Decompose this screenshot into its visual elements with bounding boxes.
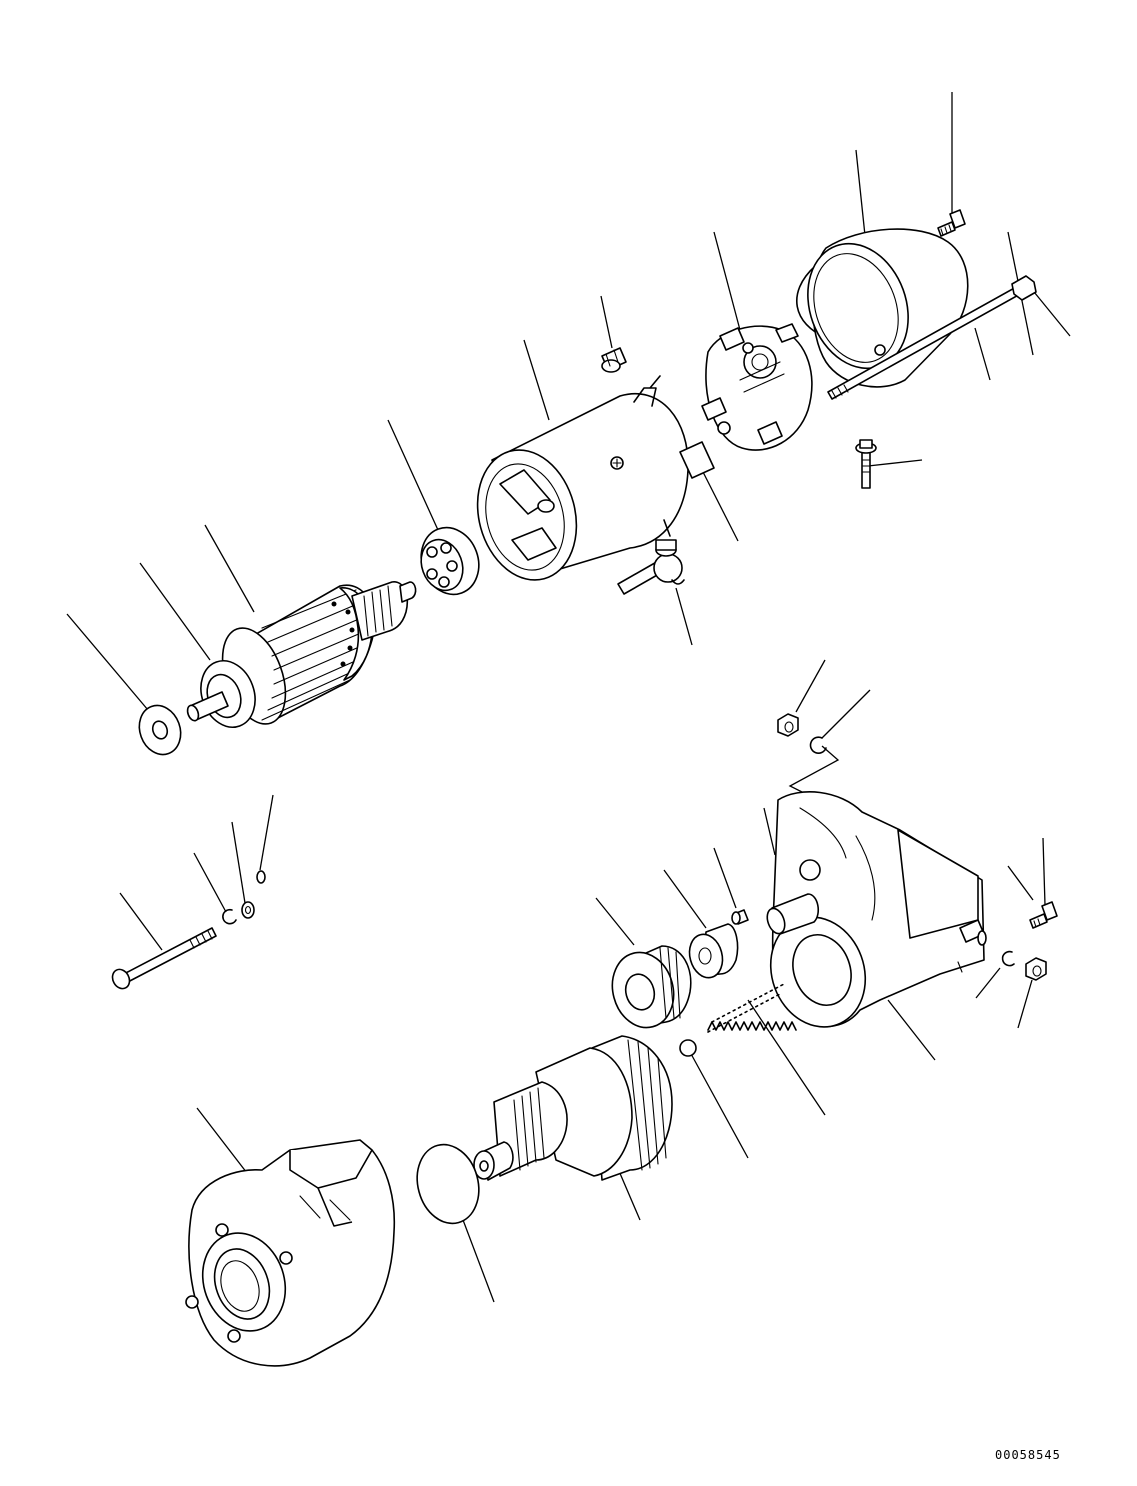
terminal-lug [618,540,684,594]
gear-housing [756,792,986,1041]
leader-field-coil [524,340,549,420]
front-housing [186,1140,394,1366]
leader-long-bolt [120,893,162,950]
bolt-lower-right [1030,902,1057,928]
leader-through-bolt [975,328,990,380]
armature [186,582,416,735]
plate-disc [409,1138,488,1231]
leader-plate [460,1212,494,1302]
nut-mid [778,714,798,736]
leader-clip-mid [822,690,870,738]
leader-ring-left [260,795,273,870]
leader-gear-housing [888,1000,935,1060]
leader-washer-left [232,822,245,903]
leader-spring [748,1000,825,1115]
washer-left [242,902,254,918]
clip-mid [811,737,826,753]
leader-armature-bearing [140,563,210,660]
bolt-top-right [938,210,965,236]
drawing-id-label: 00058545 [995,1448,1061,1462]
leader-clip-lower-right [976,968,1000,998]
leader-brush-lead [702,470,738,541]
leader-lines [67,92,1070,1302]
leader-terminal-lug [676,588,692,645]
leader-pin [714,848,736,908]
washer-upper [133,700,188,761]
leader-armature [205,525,254,612]
leader-washer [67,614,148,710]
clip-left [223,910,236,924]
leader-ball [690,1052,748,1158]
yoke-cover [788,226,972,387]
long-bolt-left [109,928,216,992]
nut-lower-right [1026,958,1046,980]
pinion-gear [604,946,691,1035]
terminal-bolt [856,440,876,488]
steel-ball [680,1040,696,1056]
leader-roller [664,870,706,928]
brush-holder [702,324,812,450]
leader-nut-mid [796,660,825,712]
field-coil-yoke [464,376,714,591]
leader-housing-pin [764,808,775,855]
roller [685,924,738,981]
bearing-upper [412,519,488,602]
leader-terminal-bolt [868,460,922,466]
spring [708,984,796,1032]
leader-brush-holder [714,232,740,330]
leader-yoke-cover [856,150,866,245]
ring-left [257,871,265,883]
leader-nut-lower-right [1018,980,1032,1028]
leader-bolt-lower-right-2 [1008,866,1033,900]
pin [732,910,748,924]
clip-lower-right [1003,952,1014,966]
leader-clip-left [194,853,226,912]
leader-bearing-upper [388,420,438,530]
leader-gear [596,898,634,945]
leader-plug [601,296,612,348]
plug [602,348,626,372]
leader-bolt-lower-right [1043,838,1045,905]
clutch-drive [474,1036,672,1180]
leader-nut-right [1030,287,1070,336]
through-bolt-upper [828,276,1036,399]
